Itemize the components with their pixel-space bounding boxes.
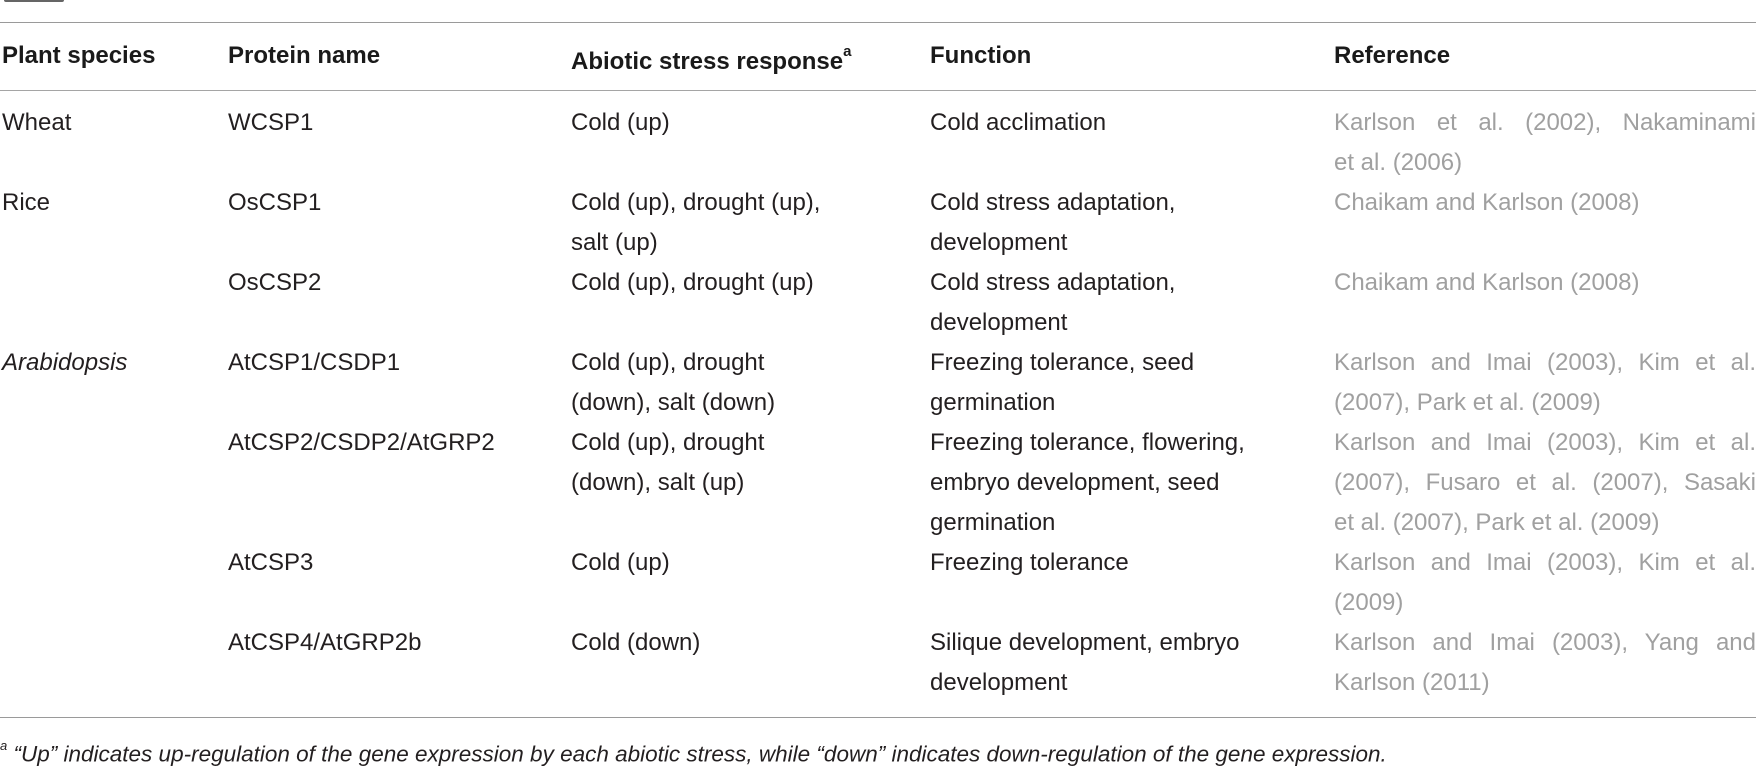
cell-stress: Cold (down) — [571, 629, 701, 656]
cell-function: Cold stress adaptation, — [930, 189, 1176, 216]
header-footnote-marker: a — [843, 43, 852, 60]
reference-link[interactable]: et al. (2007), Park et al. (2009) — [1334, 509, 1660, 536]
cell-protein: OsCSP2 — [228, 269, 322, 296]
cell-protein: OsCSP1 — [228, 189, 322, 216]
reference-link[interactable]: Chaikam and Karlson (2008) — [1334, 189, 1640, 216]
header-abiotic-stress-label: Abiotic stress response — [571, 48, 844, 75]
cell-function: embryo development, seed — [930, 469, 1220, 496]
cell-function: Cold stress adaptation, — [930, 269, 1176, 296]
cell-reference: Karlson and Imai (2003), Kim et al. (200… — [1334, 543, 1756, 623]
cell-protein: AtCSP4/AtGRP2b — [228, 629, 422, 656]
reference-link[interactable]: Karlson et al. (2002), Nakaminami — [1334, 109, 1756, 136]
cell-stress: Cold (up), drought — [571, 429, 765, 456]
reference-link[interactable]: Chaikam and Karlson (2008) — [1334, 269, 1640, 296]
reference-link[interactable]: et al. (2006) — [1334, 149, 1463, 176]
cell-function: development — [930, 229, 1068, 256]
header-reference: Reference — [1334, 42, 1451, 69]
cell-protein: WCSP1 — [228, 109, 314, 136]
cell-stress: Cold (up) — [571, 549, 670, 576]
cell-protein: AtCSP1/CSDP1 — [228, 349, 401, 376]
table-bottom-rule — [0, 717, 1756, 718]
header-abiotic-stress-response: Abiotic stress responsea — [571, 36, 851, 82]
footnote-marker: a — [0, 738, 8, 753]
footnote-text: “Up” indicates up-regulation of the gene… — [13, 741, 1387, 767]
header-plant-species: Plant species — [2, 42, 156, 69]
cell-species: Wheat — [2, 109, 72, 136]
header-rule — [0, 90, 1756, 91]
reference-link[interactable]: Karlson and Imai (2003), Kim et al. — [1334, 429, 1756, 456]
cell-stress: salt (up) — [571, 229, 658, 256]
cell-species: Rice — [2, 189, 51, 216]
table-footnote: a “Up” indicates up-regulation of the ge… — [0, 733, 1387, 771]
reference-link[interactable]: (2009) — [1334, 589, 1404, 616]
cell-protein: AtCSP3 — [228, 549, 314, 576]
cell-function: development — [930, 669, 1068, 696]
cell-function: development — [930, 309, 1068, 336]
cell-stress: Cold (up), drought — [571, 349, 765, 376]
reference-link[interactable]: (2007), Fusaro et al. (2007), Sasaki — [1334, 469, 1756, 496]
header-function: Function — [930, 42, 1032, 69]
cell-function: Cold acclimation — [930, 109, 1107, 136]
reference-link[interactable]: Karlson (2011) — [1334, 669, 1490, 696]
cell-reference: Karlson and Imai (2003), Kim et al. (200… — [1334, 423, 1756, 543]
cell-reference: Chaikam and Karlson (2008) — [1334, 183, 1756, 223]
cell-stress: Cold (up) — [571, 109, 670, 136]
cell-stress: Cold (up), drought (up), — [571, 189, 821, 216]
cell-function: germination — [930, 389, 1056, 416]
header-protein-name: Protein name — [228, 42, 381, 69]
cell-function: Freezing tolerance, seed — [930, 349, 1195, 376]
table-top-rule — [0, 22, 1756, 23]
cell-function: Freezing tolerance — [930, 549, 1129, 576]
cell-stress: (down), salt (down) — [571, 389, 776, 416]
cell-reference: Karlson and Imai (2003), Yang and Karlso… — [1334, 623, 1756, 703]
cell-function: Silique development, embryo — [930, 629, 1240, 656]
cell-protein: AtCSP2/CSDP2/AtGRP2 — [228, 429, 495, 456]
reference-link[interactable]: Karlson and Imai (2003), Yang and — [1334, 629, 1756, 656]
cell-reference: Chaikam and Karlson (2008) — [1334, 263, 1756, 303]
cell-function: germination — [930, 509, 1056, 536]
cell-reference: Karlson and Imai (2003), Kim et al. (200… — [1334, 343, 1756, 423]
cropped-caption-fragment — [0, 0, 90, 6]
reference-link[interactable]: (2007), Park et al. (2009) — [1334, 389, 1601, 416]
cell-stress: Cold (up), drought (up) — [571, 269, 814, 296]
reference-link[interactable]: Karlson and Imai (2003), Kim et al. — [1334, 349, 1756, 376]
reference-link[interactable]: Karlson and Imai (2003), Kim et al. — [1334, 549, 1756, 576]
cell-reference: Karlson et al. (2002), Nakaminami et al.… — [1334, 103, 1756, 183]
cell-species: Arabidopsis — [2, 349, 128, 376]
cell-function: Freezing tolerance, flowering, — [930, 429, 1245, 456]
cell-stress: (down), salt (up) — [571, 469, 745, 496]
